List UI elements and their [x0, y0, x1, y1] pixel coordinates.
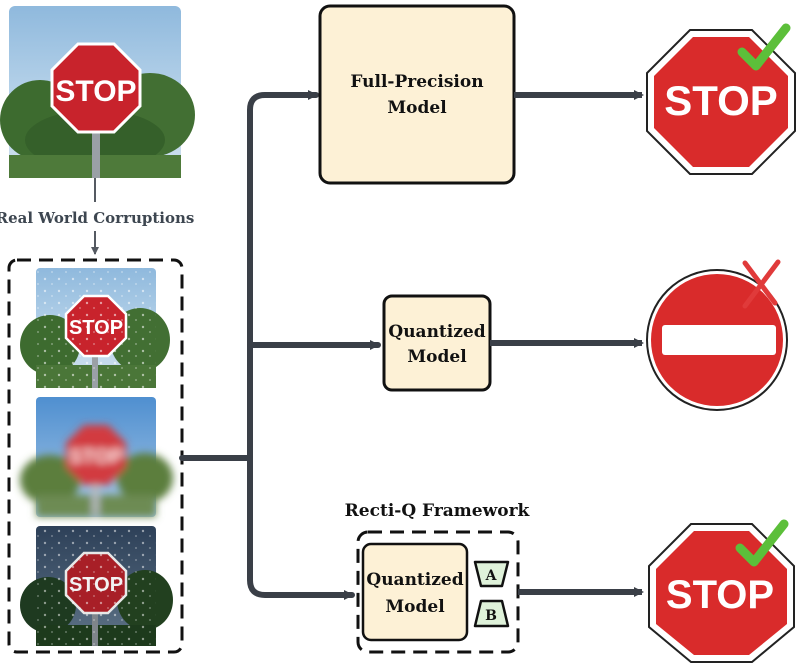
rectiq-output: STOP — [648, 519, 795, 663]
rain-corrupted-photo: STOP — [20, 268, 170, 388]
rectiq-stop-text: STOP — [666, 573, 774, 617]
full-precision-output: STOP — [646, 23, 796, 175]
check-icon — [737, 23, 791, 71]
quantized-line2: Model — [407, 347, 467, 367]
adapter-a: A — [473, 560, 510, 588]
stop-sign-text: STOP — [55, 75, 136, 108]
quantized-output — [646, 259, 788, 411]
adapter-b: B — [473, 599, 510, 628]
no-entry-bar — [662, 325, 776, 355]
rectiq-title: Recti-Q Framework — [345, 501, 531, 521]
blur-corrupted-photo: STOP — [20, 397, 173, 517]
adapter-a-label: A — [485, 568, 498, 584]
rectiq-model-line1: Quantized — [366, 570, 463, 590]
quantized-line1: Quantized — [388, 322, 485, 342]
rectiq-quantized-model-box: Quantized Model — [361, 542, 469, 642]
full-precision-line1: Full-Precision — [350, 72, 483, 92]
dark-corrupted-photo: STOP — [20, 526, 173, 646]
check-icon — [735, 519, 789, 567]
stop-sign-octagon — [50, 42, 142, 134]
original-stop-photo: STOP — [0, 6, 195, 178]
adapter-b-label: B — [485, 608, 497, 624]
corruptions-label: Real World Corruptions — [0, 209, 194, 227]
branch-connectors — [179, 90, 381, 600]
cross-icon — [742, 259, 781, 309]
full-precision-stop-text: STOP — [664, 77, 778, 124]
blur-stop-text: STOP — [69, 446, 123, 468]
full-precision-model-box: Full-Precision Model — [318, 4, 516, 185]
quantized-model-box: Quantized Model — [382, 294, 492, 392]
rectiq-model-line2: Model — [385, 597, 445, 617]
full-precision-line2: Model — [387, 98, 447, 118]
